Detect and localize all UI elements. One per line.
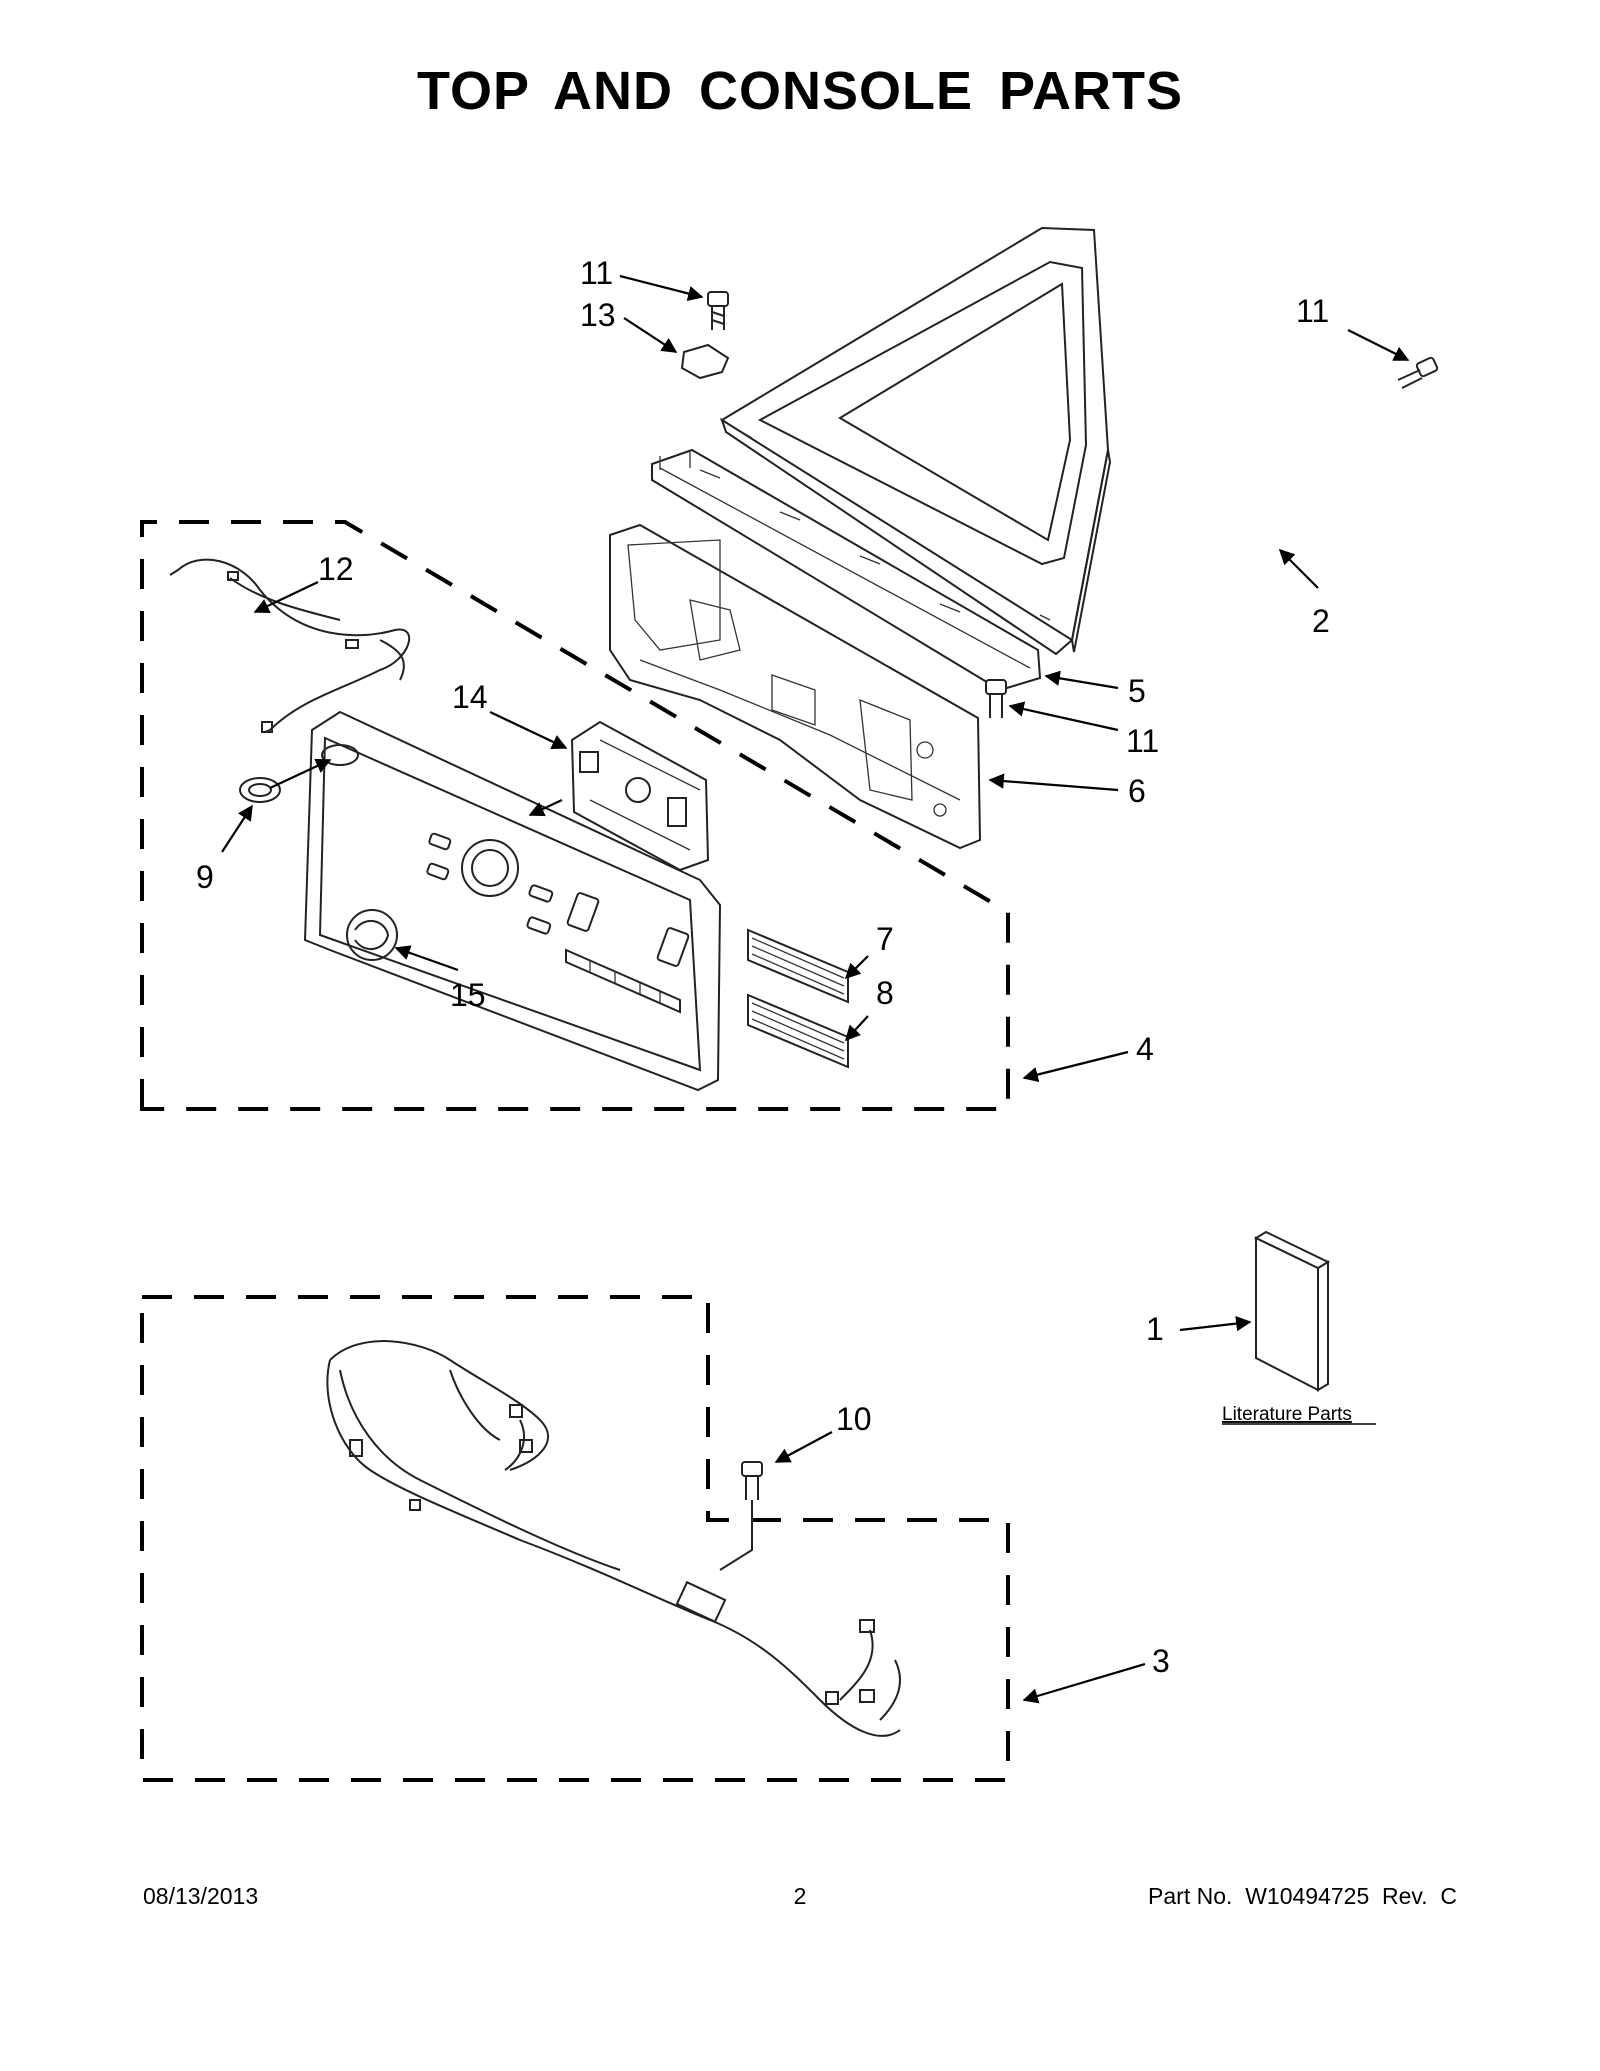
knob-base-part [239, 777, 281, 803]
callout-7: 7 [876, 921, 894, 957]
console-back-panel-part [609, 523, 982, 850]
wire-harness-boundary [140, 1295, 1010, 1782]
callout-6: 6 [1128, 773, 1146, 809]
clip-part-13 [680, 343, 730, 380]
console-assembly-boundary [140, 520, 1010, 1111]
callout-11-bracket: 11 [1126, 723, 1159, 759]
footer-part-number: Part No. W10494725 Rev. C [1148, 1883, 1457, 1909]
callout-3: 3 [1152, 1643, 1170, 1679]
screw-part-11-top [707, 291, 729, 330]
console-front-panel-part [303, 710, 722, 1092]
callout-11-top: 11 [580, 255, 613, 291]
literature-parts-label: Literature Parts [1222, 1404, 1352, 1425]
callout-13: 13 [580, 297, 616, 333]
callout-11-right: 11 [1296, 293, 1329, 329]
page-title: TOP AND CONSOLE PARTS [416, 61, 1184, 121]
console-bracket-part [651, 448, 1042, 692]
callout-9: 9 [196, 859, 214, 895]
literature-book-part [1253, 1230, 1331, 1392]
callout-15: 15 [450, 977, 486, 1013]
callout-10: 10 [836, 1401, 872, 1437]
ribbon-cable-part-7 [747, 928, 849, 1004]
callout-14: 14 [452, 679, 488, 715]
screw-part-11-right [1397, 356, 1439, 389]
callout-2: 2 [1312, 603, 1330, 639]
footer-date: 08/13/2013 [143, 1883, 259, 1909]
main-harness-part [326, 1340, 901, 1737]
callout-8: 8 [876, 975, 894, 1011]
screw-part-10 [719, 1461, 763, 1571]
footer-page-number: 2 [793, 1883, 807, 1909]
screw-part-11-bracket [985, 679, 1007, 718]
top-panel-part [720, 226, 1112, 656]
leader-arrows [221, 274, 1410, 1704]
callout-4: 4 [1136, 1031, 1154, 1067]
ribbon-cable-part-8 [747, 993, 849, 1069]
callout-12: 12 [318, 551, 354, 587]
callout-1: 1 [1146, 1311, 1164, 1347]
console-harness-part [169, 558, 411, 733]
control-board-part [570, 720, 710, 872]
knob-part [346, 909, 398, 961]
callout-5: 5 [1128, 673, 1146, 709]
